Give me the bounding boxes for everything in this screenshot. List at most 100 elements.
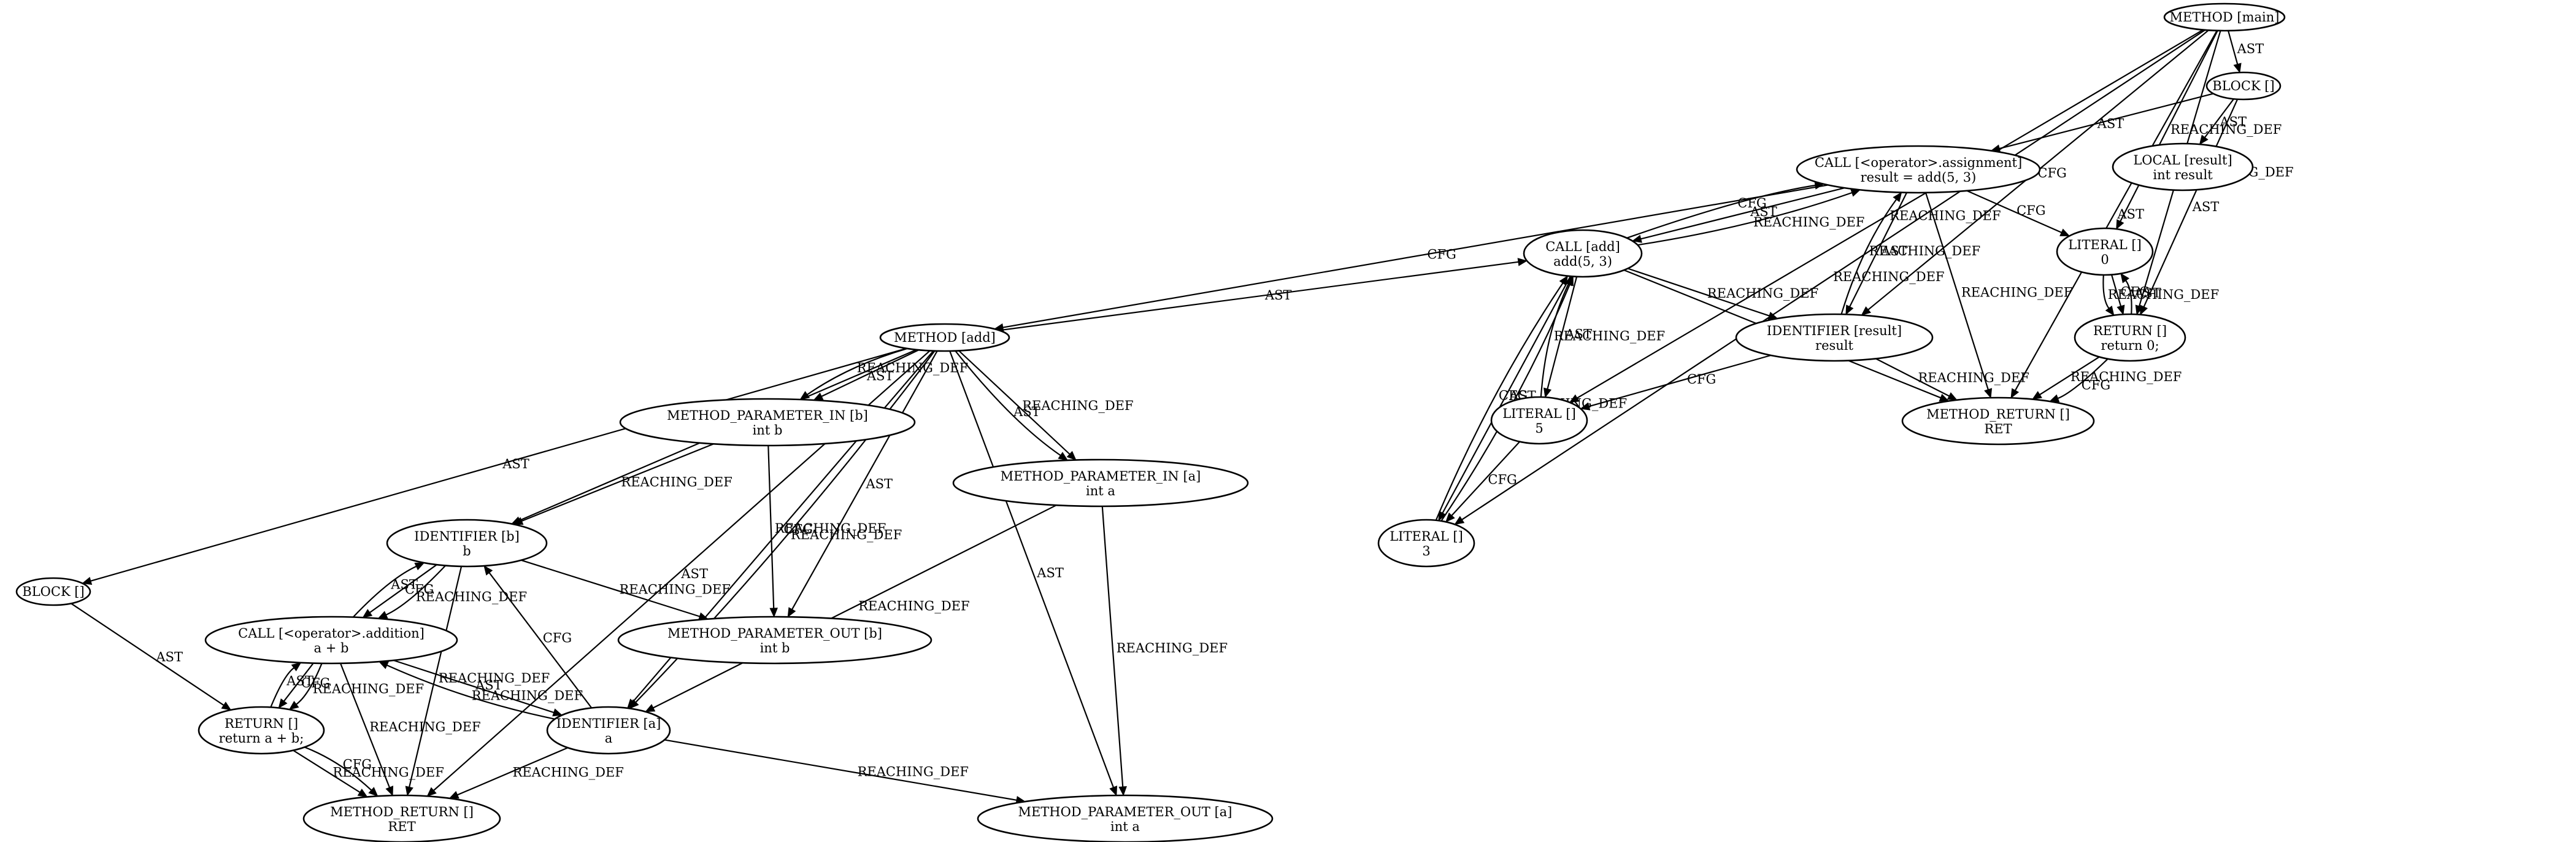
edge-arrowhead: [552, 708, 563, 717]
edge-arrowhead: [483, 565, 493, 576]
node-shape: [619, 398, 916, 447]
edge-arrowhead: [1109, 786, 1118, 797]
node-shape: [2163, 2, 2286, 32]
edge-reaching-def: REACHING_DEF: [2116, 30, 2282, 230]
edge-line: [1101, 506, 1124, 787]
edge-cfg: CFG: [2110, 274, 2150, 315]
edge-ast: AST: [955, 350, 1069, 461]
edge-reaching-def: REACHING_DEF: [629, 350, 936, 709]
node-sublabel: return a + b;: [219, 731, 304, 746]
edge-reaching-def: REACHING_DEF: [1840, 191, 1980, 315]
edge-line: [958, 350, 1071, 455]
edge-arrowhead: [1566, 276, 1574, 287]
node-return-main: RETURN []return 0;: [2074, 313, 2186, 362]
node-label: METHOD_RETURN []: [1926, 407, 2070, 422]
edge-ast: AST: [2228, 30, 2264, 74]
node-literal-3: LITERAL []3: [1377, 519, 1475, 568]
edge-reaching-def: REACHING_DEF: [378, 661, 583, 720]
edge-line: [1540, 284, 1569, 398]
node-shape: [2074, 313, 2186, 362]
edge-label: AST: [155, 650, 183, 665]
nodes-layer: METHOD [main]BLOCK []CALL [<operator>.as…: [15, 2, 2286, 842]
node-label: LOCAL [result]: [2133, 153, 2232, 168]
node-param-out-b: METHOD_PARAMETER_OUT [b]int b: [617, 616, 932, 665]
edge-reaching-def: REACHING_DEF: [958, 350, 1134, 461]
edge-line: [1588, 354, 1771, 407]
edge-line: [1999, 93, 2214, 150]
node-literal-5: LITERAL []5: [1490, 396, 1588, 445]
edge-cfg: CFG: [304, 746, 379, 797]
edge-line: [1640, 187, 1845, 240]
edge-label: AST: [390, 577, 418, 592]
edge-label: REACHING_DEF: [2108, 287, 2219, 302]
edge-ast: AST: [1845, 192, 1908, 315]
edge-line: [304, 746, 372, 791]
edge-arrowhead: [357, 788, 368, 798]
edge-ast: AST: [949, 350, 1118, 797]
edge-label: CFG: [2082, 378, 2110, 393]
node-method-add: METHOD [add]: [879, 323, 1010, 352]
edge-line: [457, 747, 568, 796]
edge-line: [1577, 29, 2204, 399]
edge-label: AST: [866, 369, 894, 384]
edge-line: [653, 504, 1057, 709]
edge-reaching-def: REACHING_DEF: [1101, 506, 1228, 797]
edge-arrowhead: [2059, 228, 2070, 237]
edge-reaching-def: REACHING_DEF: [664, 739, 1026, 805]
edge-reaching-def: REACHING_DEF: [293, 749, 444, 798]
edge-label: CFG: [1687, 372, 1716, 387]
edge-line: [369, 564, 437, 613]
node-literal-0: LITERAL []0: [2056, 227, 2154, 276]
edge-label: REACHING_DEF: [439, 671, 550, 686]
node-shape: [1523, 229, 1643, 278]
edge-label: REACHING_DEF: [1554, 329, 1665, 344]
edge-label: CFG: [2017, 203, 2045, 218]
edge-arrowhead: [2120, 272, 2130, 284]
edge-label: REACHING_DEF: [791, 528, 902, 543]
edge-arrowhead: [1845, 304, 1854, 315]
edge-ast: AST: [82, 347, 907, 585]
edge-arrowhead: [1445, 512, 1455, 523]
edge-line: [71, 603, 225, 706]
edge-line: [1547, 276, 1578, 390]
edge-ast: AST: [1990, 93, 2214, 153]
edge-arrowhead: [629, 699, 639, 709]
edge-label: AST: [2237, 42, 2264, 56]
edge-line: [1442, 276, 1571, 514]
edge-line: [1849, 192, 1908, 307]
node-ident-a: IDENTIFIER [a]a: [546, 706, 671, 755]
edge-arrowhead: [787, 607, 796, 618]
edge-line: [488, 572, 593, 709]
node-shape: [2205, 71, 2282, 101]
node-call-add: CALL [add]add(5, 3): [1523, 229, 1643, 278]
edge-reaching-def: REACHING_DEF: [799, 347, 968, 400]
edge-label: AST: [866, 476, 893, 491]
edge-line: [2015, 30, 2218, 391]
node-sublabel: return 0;: [2101, 338, 2159, 353]
node-shape: [1735, 313, 1934, 362]
edge-reaching-def: REACHING_DEF: [288, 663, 424, 710]
edge-label: AST: [475, 678, 502, 693]
edge-label: AST: [1036, 566, 1064, 581]
node-sublabel: int result: [2153, 168, 2213, 182]
edge-line: [1628, 268, 1770, 317]
node-shape: [302, 794, 501, 842]
node-sublabel: result: [1815, 338, 1853, 353]
edge-ast: AST: [352, 562, 425, 618]
edge-line: [385, 565, 446, 616]
edge-line: [1461, 29, 2206, 520]
edge-cfg: CFG: [993, 184, 1828, 332]
edge-label: AST: [2097, 117, 2124, 131]
edge-reaching-def: REACHING_DEF: [2102, 274, 2219, 316]
edge-reaching-def: REACHING_DEF: [1637, 188, 1864, 246]
node-sublabel: 0: [2101, 252, 2109, 267]
node-shape: [1490, 396, 1588, 445]
edge-label: REACHING_DEF: [620, 582, 731, 597]
edge-arrowhead: [426, 787, 437, 797]
edge-arrowhead: [2199, 134, 2209, 145]
edge-label: AST: [1564, 327, 1592, 342]
edge-line: [2143, 99, 2239, 307]
edge-label: REACHING_DEF: [416, 590, 527, 604]
edge-label: CFG: [343, 757, 372, 771]
edge-reaching-def: REACHING_DEF: [767, 445, 886, 618]
